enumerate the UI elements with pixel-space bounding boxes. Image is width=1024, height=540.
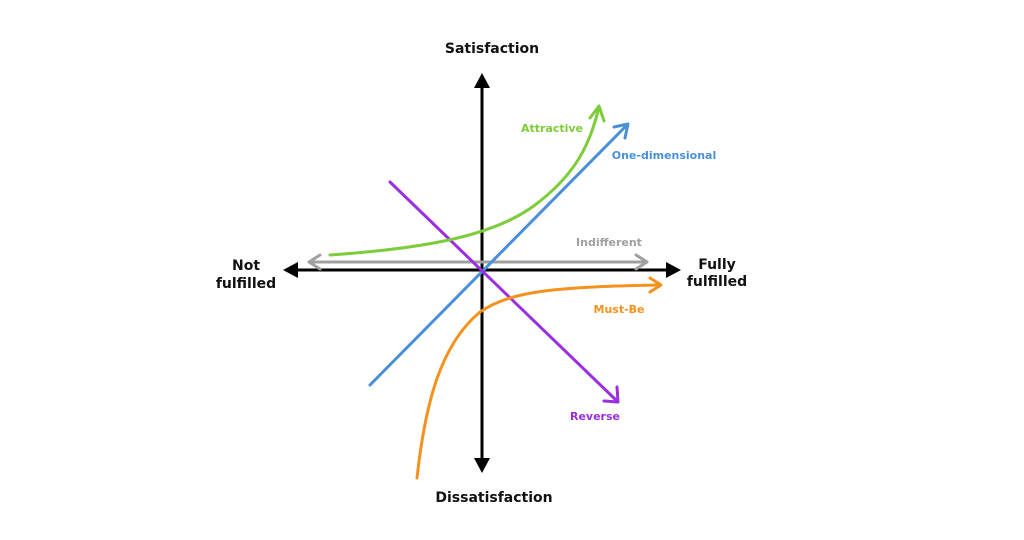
fully-fulfilled-label-line1: Fully	[698, 257, 736, 273]
horizontal-axis-arrow-left	[283, 262, 298, 278]
indifferent-label: Indifferent	[576, 236, 642, 249]
fully-fulfilled-label-line2: fulfilled	[687, 274, 747, 290]
attractive-label: Attractive	[521, 122, 583, 135]
one-dimensional-curve	[368, 122, 630, 387]
must-be-curve	[415, 276, 663, 480]
not-fulfilled-label-line2: fulfilled	[216, 276, 276, 292]
not-fulfilled-label-line1: Not	[232, 258, 260, 274]
attractive-curve	[328, 104, 606, 257]
horizontal-axis-arrow-right	[666, 262, 681, 278]
indifferent-curve	[307, 253, 649, 271]
vertical-axis-arrow-top	[474, 73, 490, 88]
dissatisfaction-label: Dissatisfaction	[435, 490, 552, 506]
reverse-label: Reverse	[570, 410, 620, 423]
reverse-curve	[388, 180, 620, 404]
one-dimensional-label: One-dimensional	[612, 149, 717, 162]
vertical-axis-arrow-bottom	[474, 458, 490, 473]
satisfaction-label: Satisfaction	[445, 41, 539, 57]
must-be-label: Must-Be	[594, 303, 645, 316]
